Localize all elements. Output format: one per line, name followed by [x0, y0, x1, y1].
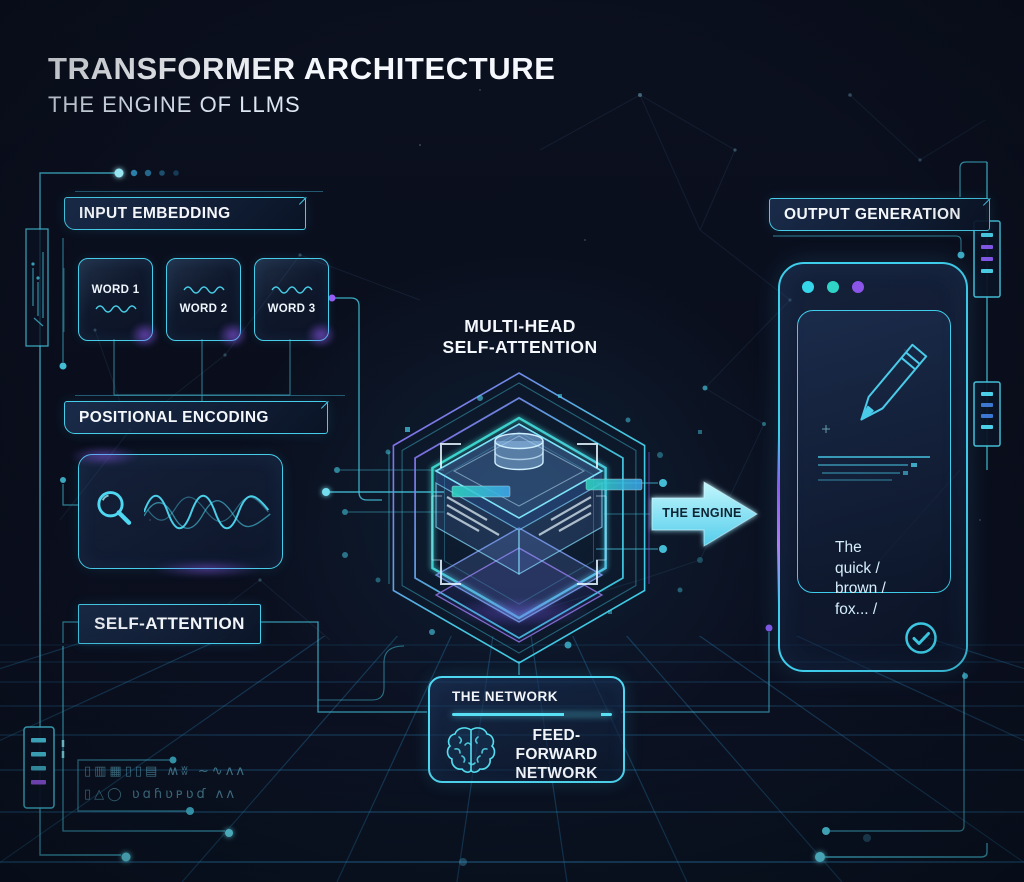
generated-text-line-2: quick /: [835, 559, 880, 577]
engine-arrow: [651, 481, 758, 547]
magnifier-icon: [97, 490, 132, 525]
written-lines: [818, 456, 930, 481]
phone-screen: The quick / brown / fox... /: [797, 310, 951, 618]
ffn-line2: NETWORK: [515, 765, 598, 782]
word-2-label: WORD 2: [179, 303, 228, 315]
brain-icon: [446, 727, 496, 773]
output-generation-text: OUTPUT GENERATION: [784, 205, 962, 223]
window-dots: [802, 281, 864, 293]
page-subtitle: THE ENGINE OF LLMS: [48, 92, 301, 117]
window-dot-2: [827, 281, 839, 293]
database-cylinder-icon: [494, 432, 544, 471]
left-chip: [23, 726, 55, 809]
self-attention-text: SELF-ATTENTION: [94, 614, 245, 633]
ffn-line1: FEED-FORWARD: [515, 727, 598, 763]
window-dot-3: [852, 281, 864, 293]
multi-head-line2: SELF-ATTENTION: [442, 337, 598, 357]
title-block: TRANSFORMER ARCHITECTURE THE ENGINE OF L…: [48, 52, 556, 118]
hex-node-dots: [342, 394, 703, 649]
right-chip-bottom: [973, 381, 1001, 447]
network-header: THE NETWORK: [452, 689, 558, 704]
feed-forward-network-label: FEED-FORWARD NETWORK: [498, 726, 615, 783]
window-dot-1: [802, 281, 814, 293]
left-ticker-panel: [25, 228, 49, 347]
output-generation-label: OUTPUT GENERATION: [769, 198, 990, 231]
word-1-label: WORD 1: [91, 284, 140, 296]
positional-encoding-card: [78, 454, 283, 569]
network-progress-line: [452, 713, 612, 716]
wave-icon: [270, 286, 313, 294]
page-title: TRANSFORMER ARCHITECTURE: [48, 51, 556, 86]
word-card-2: WORD 2: [166, 258, 241, 341]
self-attention-label: SELF-ATTENTION: [78, 604, 261, 644]
decorative-glyph-row-1: ▯▥▦▯▯▤ ʍʬ ~∿ʌᴧ: [84, 764, 248, 779]
generated-text: The quick / brown / fox... /: [835, 538, 886, 620]
word-card-3: WORD 3: [254, 258, 329, 341]
check-circle-icon: [905, 622, 937, 654]
right-chip-top: [973, 220, 1001, 298]
cube-microtext: [446, 496, 592, 536]
positional-encoding-label: POSITIONAL ENCODING: [64, 395, 345, 434]
feed-forward-network-box: THE NETWORK FEED-FORWARD NETWORK: [428, 676, 625, 783]
output-phone-mockup: The quick / brown / fox... /: [776, 262, 968, 672]
generated-text-line-3: brown /: [835, 580, 886, 597]
input-embedding-text: INPUT EMBEDDING: [79, 204, 231, 222]
circuit-dots: [59, 168, 968, 862]
word-3-label: WORD 3: [267, 303, 316, 315]
multi-head-attention-label: MULTI-HEAD SELF-ATTENTION: [425, 316, 615, 358]
generated-text-line-1: The: [835, 539, 862, 556]
attention-cube: [342, 394, 703, 649]
pencil-icon: [818, 343, 930, 481]
generated-text-line-4: fox... /: [835, 600, 878, 618]
cube-corner-brackets: [440, 443, 598, 585]
multi-head-line1: MULTI-HEAD: [464, 316, 576, 336]
word-card-1: WORD 1: [78, 258, 153, 341]
wave-icon: [94, 305, 137, 313]
decorative-glyph-row-2: ▯△◯ ʋɑɦʋᴘʋɗ ʌᴧ: [84, 787, 238, 802]
input-embedding-label: INPUT EMBEDDING: [64, 191, 323, 230]
sine-waves-icon: [143, 494, 271, 529]
engine-arrow-label: THE ENGINE: [662, 506, 742, 520]
positional-encoding-text: POSITIONAL ENCODING: [79, 408, 269, 426]
wave-icon: [182, 286, 225, 294]
